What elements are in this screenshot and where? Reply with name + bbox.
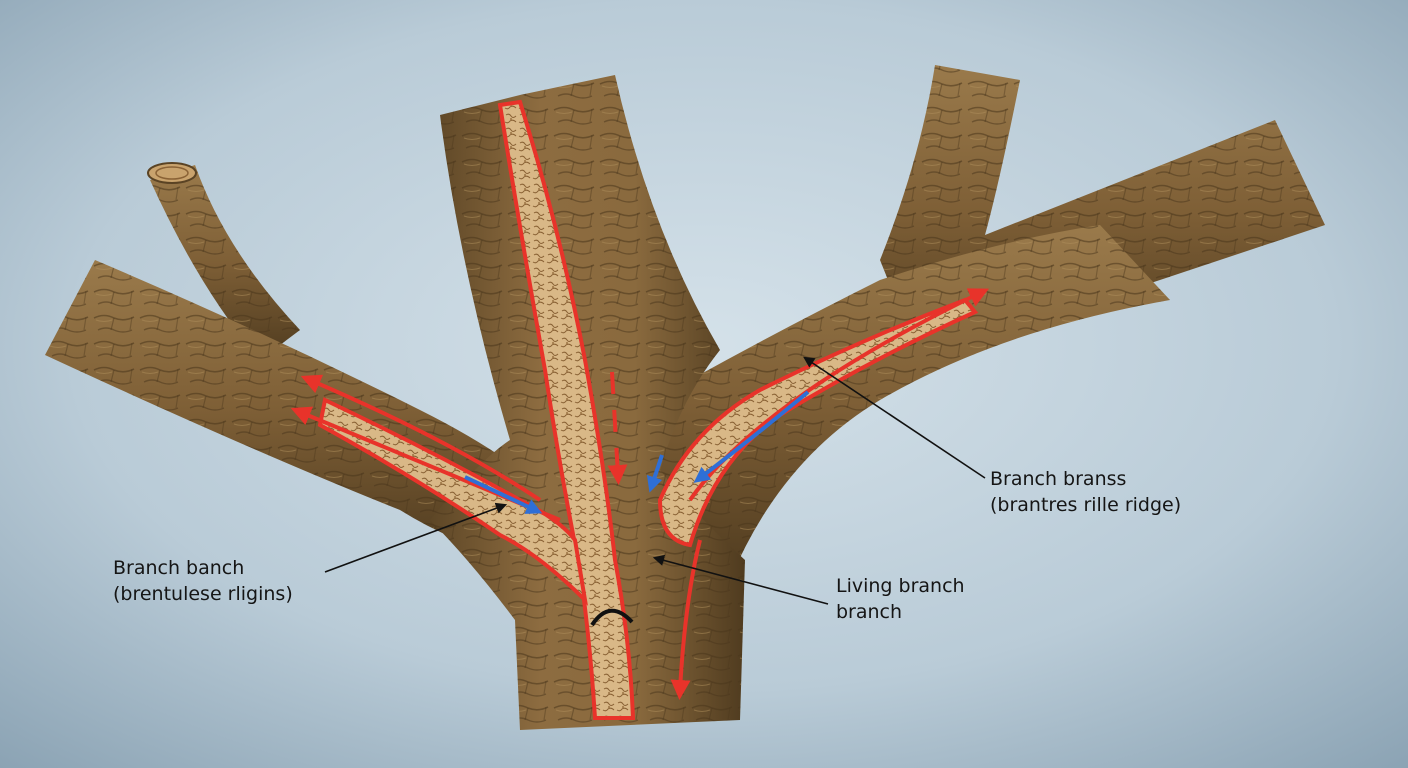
label-branch-collar-right: Branch branss (brantres rille ridge) [990,466,1181,518]
right-wood-channel [657,297,979,548]
leader-lines [324,356,986,605]
stub-cut-rings [155,166,189,180]
leader-line-left [324,502,508,573]
label-living-branch: Living branch branch [836,573,965,625]
left-stub-branch-texture [150,165,300,360]
label-center-line1: Living branch [836,575,965,597]
blue-arrow-right [693,390,810,483]
collar-curve-mark [590,608,634,627]
flow-arrows [290,288,989,700]
left-wood-channel [317,397,588,606]
red-arrow-center-dashed [607,371,628,485]
label-right-line1: Branch branss [990,468,1127,490]
label-left-line2: (brentulese rligins) [113,583,293,605]
leader-line-right [803,356,986,479]
right-lower-branch-texture [648,225,1170,580]
label-right-line2: (brantres rille ridge) [990,494,1182,516]
red-arrow-right-down [670,539,702,700]
blue-arrow-center [646,454,664,493]
leader-line-center [652,554,829,605]
blue-arrow-left [464,475,543,514]
red-arrow-left-upper [300,374,542,502]
wood-channels [317,99,979,720]
label-branch-bark-ridge-left: Branch banch (brentulese rligins) [113,555,293,607]
central-wood-channel [497,99,636,720]
label-left-line1: Branch banch [113,557,245,579]
label-center-line2: branch [836,601,903,623]
stub-cut-end [147,162,197,184]
